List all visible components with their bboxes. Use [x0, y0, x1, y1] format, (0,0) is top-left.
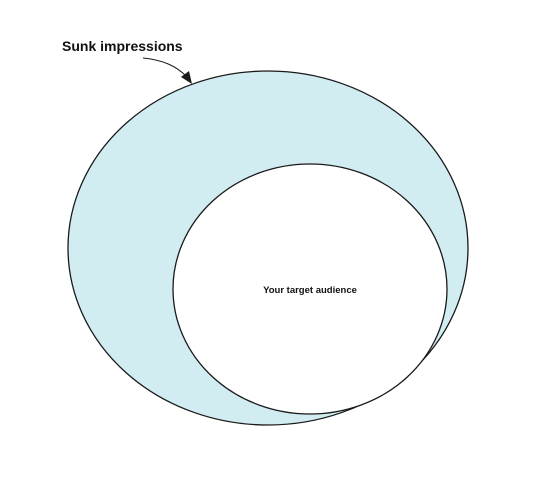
target-audience-label: Your target audience: [263, 285, 357, 296]
callout-arrow-line: [142, 57, 187, 77]
sunk-impressions-label: Sunk impressions: [62, 38, 183, 54]
target-audience-ellipse: [172, 163, 448, 415]
callout-arrow-head: [181, 71, 192, 84]
callout-arrow: [142, 57, 192, 84]
